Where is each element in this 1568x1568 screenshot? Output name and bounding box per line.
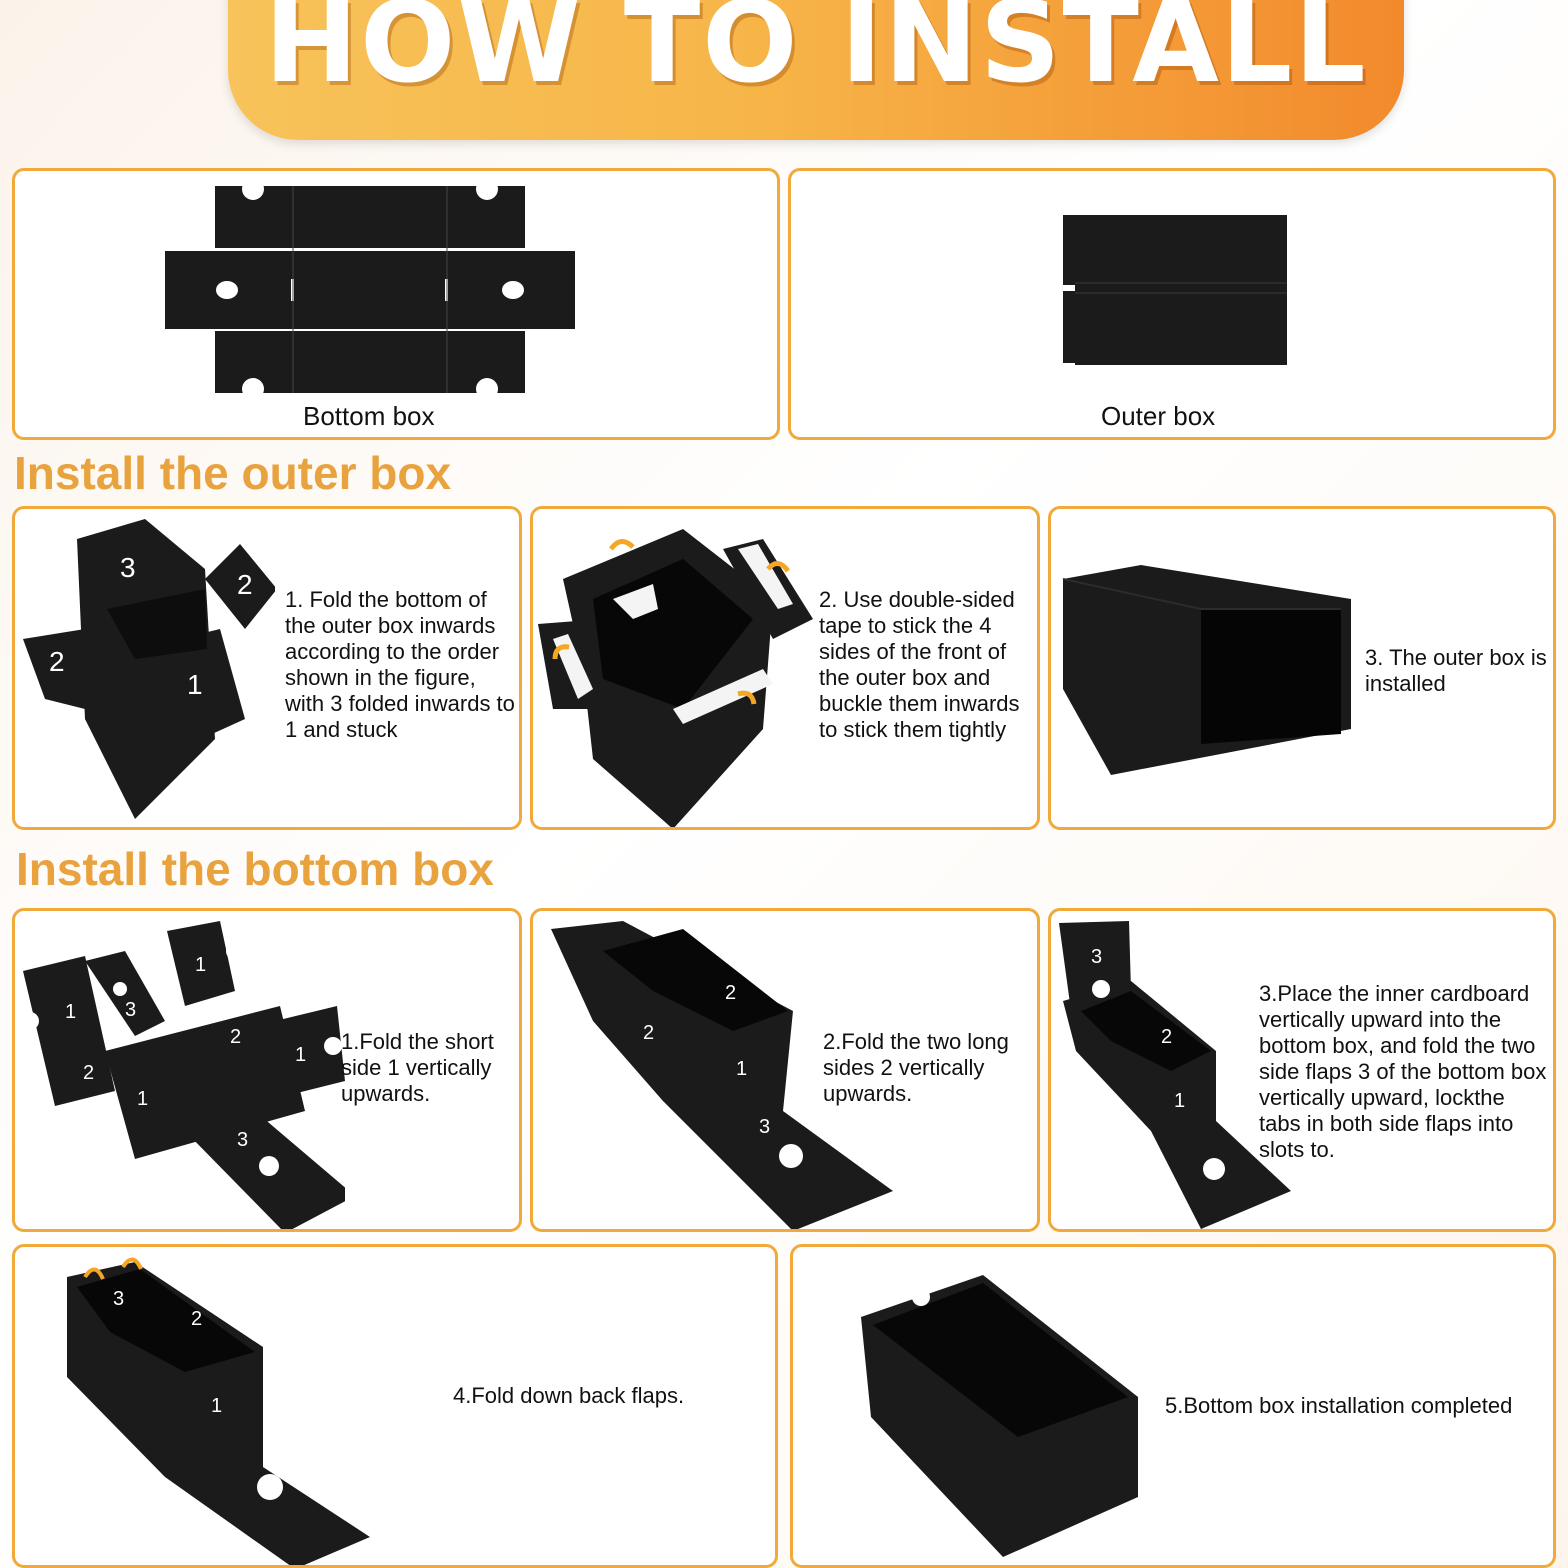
flap-number-1: 1 <box>137 1088 148 1110</box>
flap-number-1: 1 <box>187 669 203 700</box>
bottom-step-1-illustration: 1 3 1 2 1 2 1 3 <box>21 921 345 1229</box>
flap-number-3: 3 <box>125 999 136 1021</box>
flap-number-2: 2 <box>1161 1026 1172 1048</box>
outer-step-1-text: 1. Fold the bottom of the outer box inwa… <box>285 587 515 742</box>
flap-number-2-right: 2 <box>237 569 253 600</box>
bottom-step-2-illustration: 2 2 1 3 <box>551 921 893 1229</box>
bottom-step-4-panel: 3 2 1 4.Fold down back flaps. <box>12 1244 778 1568</box>
bottom-step-3-panel: 3 2 1 3.Place the inner cardboard vertic… <box>1048 908 1556 1232</box>
outer-step-2-text: 2. Use double-sided tape to stick the 4 … <box>819 587 1020 742</box>
flap-number-2: 2 <box>643 1022 654 1044</box>
flap-number-1: 1 <box>211 1395 222 1417</box>
outer-box-label: Outer box <box>1101 401 1216 431</box>
flap-number-1: 1 <box>736 1058 747 1080</box>
bottom-step-1-panel: 1 3 1 2 1 2 1 3 1.Fold the short side 1 … <box>12 908 522 1232</box>
flap-number-3: 3 <box>1091 946 1102 968</box>
bottom-step-3-illustration: 3 2 1 <box>1059 921 1291 1229</box>
outer-step-1-panel: 3 2 2 1 1. Fold the bottom of the outer … <box>12 506 522 830</box>
outer-step-2-panel: 2. Use double-sided tape to stick the 4 … <box>530 506 1040 830</box>
outer-step-3-panel: 3. The outer box is installed <box>1048 506 1556 830</box>
flap-number-3: 3 <box>113 1288 124 1310</box>
flap-number-1: 1 <box>295 1044 306 1066</box>
bottom-step-4-illustration: 3 2 1 <box>67 1257 370 1565</box>
bottom-step-1-text: 1.Fold the short side 1 vertically upwar… <box>341 1029 494 1106</box>
outer-step-3-text: 3. The outer box is installed <box>1365 645 1547 696</box>
outer-box-section-title: Install the outer box <box>14 447 452 499</box>
bottom-box-section-title: Install the bottom box <box>16 843 494 895</box>
page-title: HOW TO INSTALL <box>264 0 1368 108</box>
outer-step-2-illustration <box>538 529 813 827</box>
bottom-box-label: Bottom box <box>303 401 435 431</box>
outer-box-flat-illustration <box>1063 215 1287 365</box>
flap-number-2: 2 <box>191 1308 202 1330</box>
bottom-step-5-panel: 5.Bottom box installation completed <box>790 1244 1556 1568</box>
outer-box-installed-illustration <box>1062 565 1351 775</box>
bottom-box-panel: Bottom box <box>12 168 780 440</box>
bottom-step-4-text: 4.Fold down back flaps. <box>453 1383 685 1408</box>
bottom-box-flat-illustration <box>165 178 575 400</box>
flap-number-3: 3 <box>237 1129 248 1151</box>
flap-number-3: 3 <box>120 552 136 583</box>
flap-number-2: 2 <box>83 1062 94 1084</box>
flap-number-2: 2 <box>230 1026 241 1048</box>
title-banner: HOW TO INSTALL <box>228 0 1404 140</box>
flap-number-1: 1 <box>195 954 206 976</box>
flap-number-3: 3 <box>759 1116 770 1138</box>
bottom-step-5-text: 5.Bottom box installation completed <box>1165 1393 1513 1418</box>
outer-step-1-illustration: 3 2 2 1 <box>23 519 275 819</box>
bottom-step-2-panel: 2 2 1 3 2.Fold the two long sides 2 vert… <box>530 908 1040 1232</box>
bottom-box-completed-illustration <box>861 1275 1138 1557</box>
flap-number-2: 2 <box>725 982 736 1004</box>
bottom-step-3-text: 3.Place the inner cardboard vertically u… <box>1259 981 1547 1162</box>
bottom-step-2-text: 2.Fold the two long sides 2 vertically u… <box>823 1029 1009 1106</box>
flap-number-2-left: 2 <box>49 646 65 677</box>
flap-number-1: 1 <box>1174 1090 1185 1112</box>
outer-box-panel: Outer box <box>788 168 1556 440</box>
flap-number-1: 1 <box>65 1001 76 1023</box>
